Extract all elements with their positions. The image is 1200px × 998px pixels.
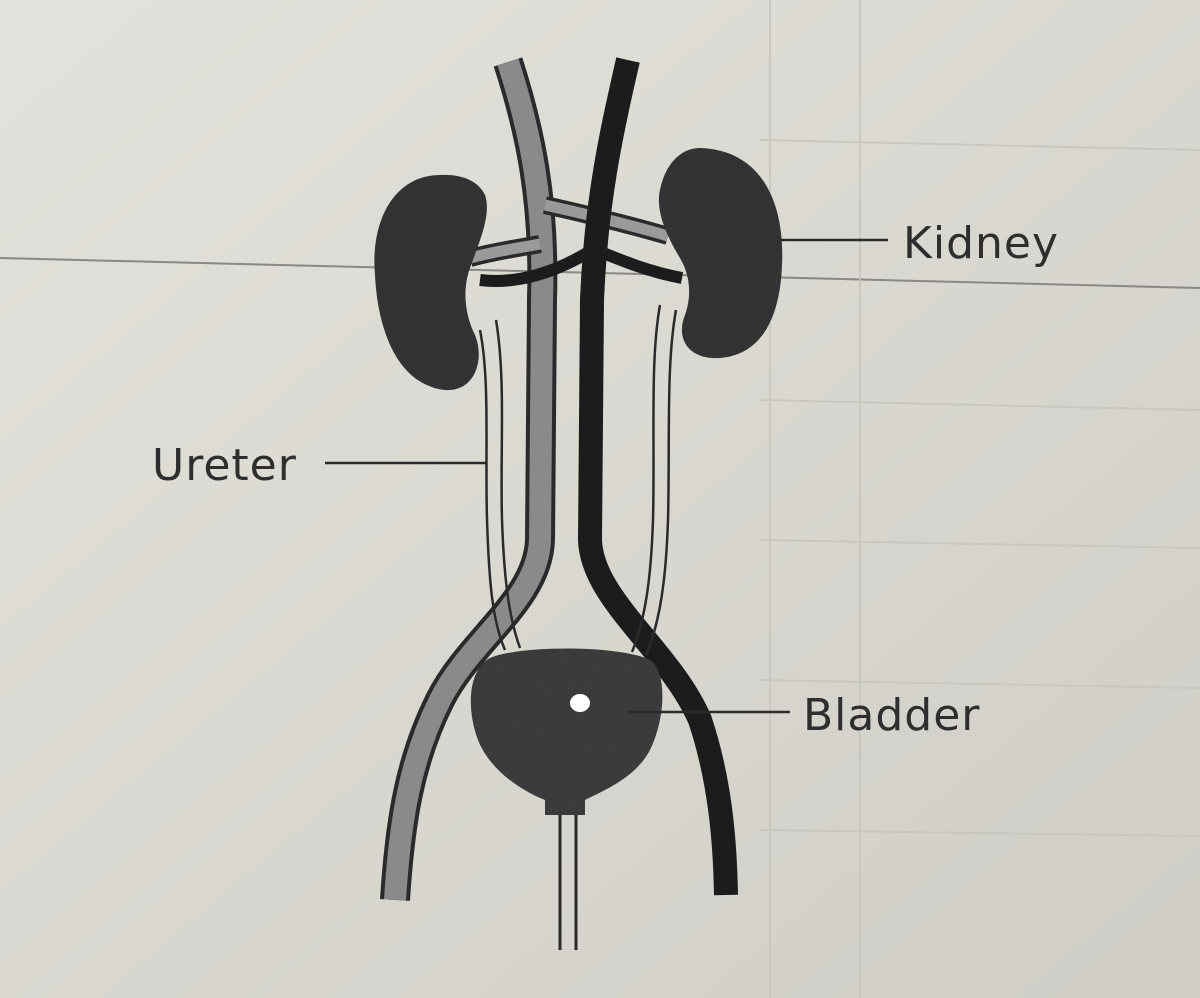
bladder-highlight — [570, 694, 590, 712]
kidney-label: Kidney — [903, 218, 1059, 269]
ureters — [478, 304, 678, 656]
vena-cava-fill — [384, 58, 554, 901]
left-renal-artery — [479, 244, 596, 287]
bladder-label: Bladder — [803, 690, 980, 741]
ureter-label: Ureter — [152, 440, 297, 491]
right-renal-artery — [593, 244, 684, 284]
aorta — [577, 57, 738, 896]
bleed-through-grid — [759, 0, 1200, 998]
urethra — [558, 815, 578, 950]
